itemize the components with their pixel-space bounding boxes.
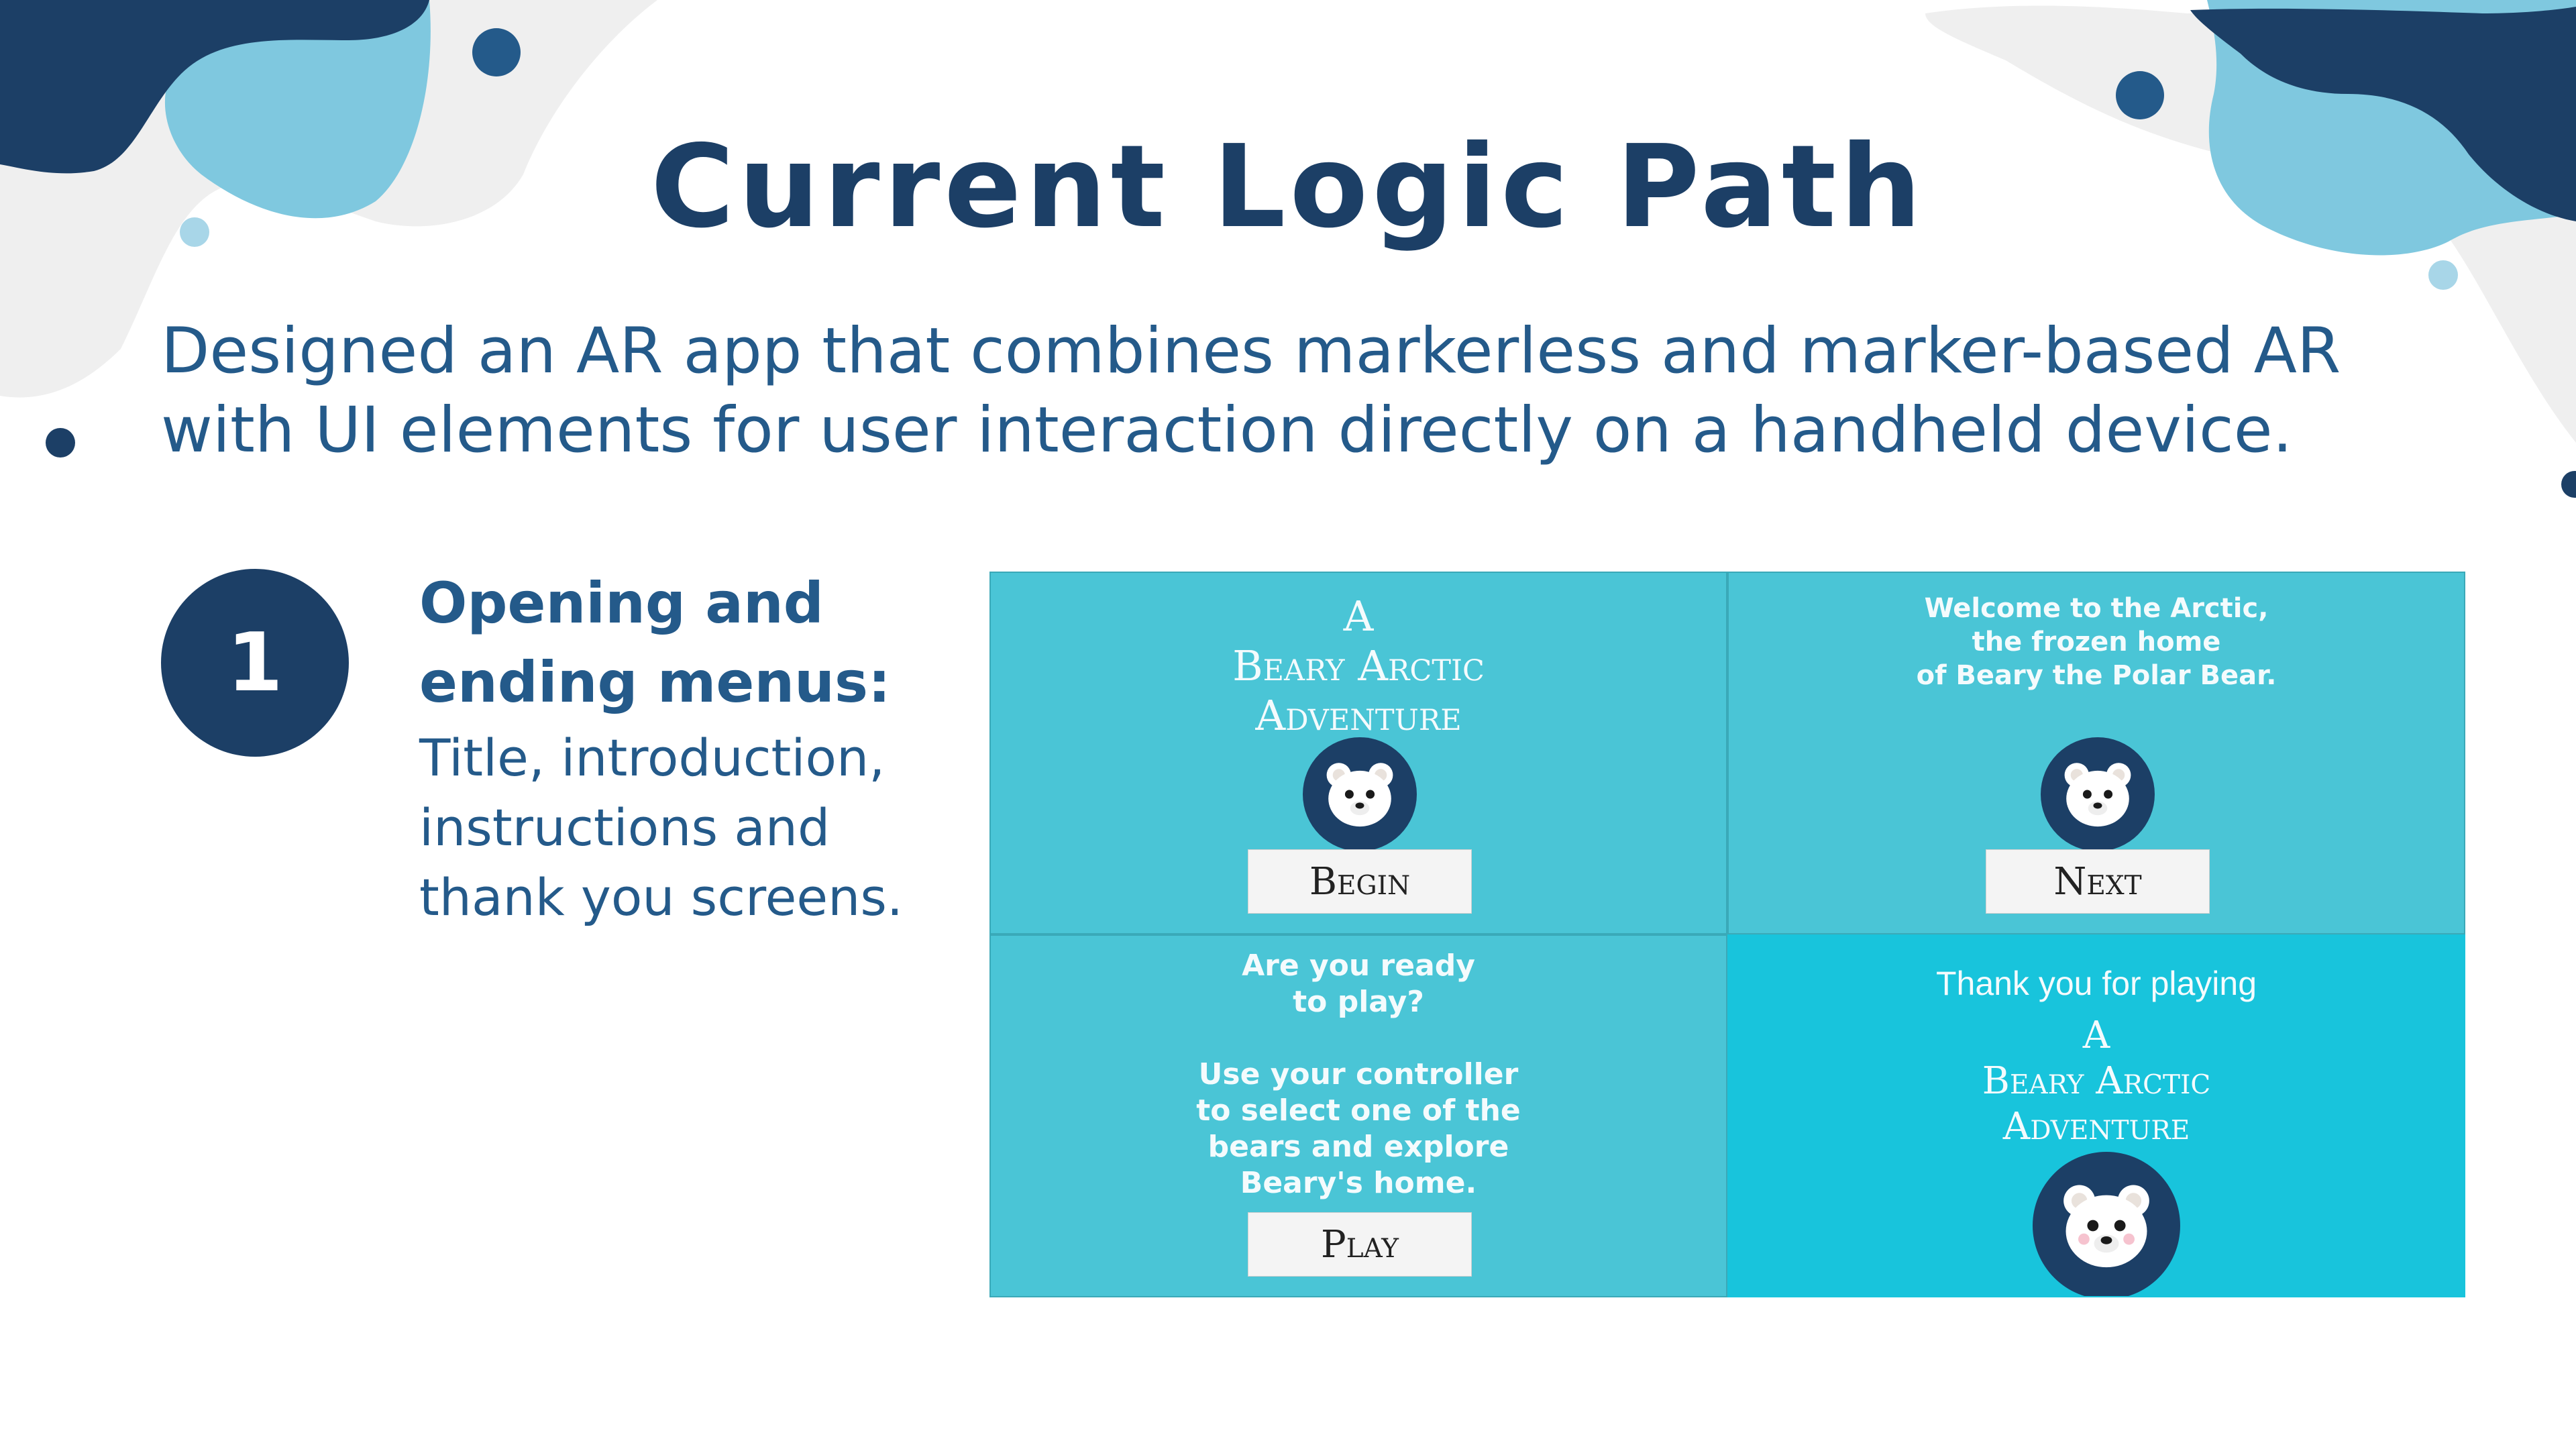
instructions-screen: Are you ready to play? Use your controll… [989,934,1727,1297]
game-title: A Beary Arctic Adventure [1729,1013,2464,1150]
dot-top-right-large [2116,71,2164,119]
game-title-line: Adventure [1255,691,1462,740]
polar-bear-icon [2033,1152,2180,1296]
next-button[interactable]: Next [1986,849,2210,914]
begin-button[interactable]: Begin [1248,849,1472,914]
intro-text-line: the frozen home [1972,627,2221,657]
navy-blob-top-right [2190,7,2576,221]
screens-grid: A Beary Arctic Adventure Begin Welcome t… [989,572,2465,1297]
thank-you-screen: Thank you for playing A Beary Arctic Adv… [1727,934,2465,1297]
game-title-line: Adventure [2002,1105,2190,1148]
instructions-text: Are you ready to play? Use your controll… [991,948,1726,1201]
dot-left [46,428,75,458]
instructions-text-line: Use your controller [1198,1057,1519,1091]
polar-bear-icon [2041,737,2155,851]
intro-screen: Welcome to the Arctic, the frozen home o… [1727,572,2465,934]
dot-top-right-small [2428,260,2458,290]
light-blue-blob-top-left [164,0,431,219]
slide-title: Current Logic Path [650,121,1926,254]
instructions-text-line: to play? [1293,985,1424,1019]
instructions-text-line [991,1020,1726,1057]
instructions-text-line: bears and explore [1208,1130,1509,1164]
dot-right-edge [2561,471,2576,498]
intro-text: Welcome to the Arctic, the frozen home o… [1729,592,2464,692]
step-heading: Opening and ending menus: [419,570,891,715]
play-button[interactable]: Play [1248,1212,1472,1277]
instructions-text-line: Beary's home. [1240,1166,1477,1200]
game-title-line: Beary Arctic [1982,1059,2211,1103]
intro-text-line: of Beary the Polar Bear. [1916,660,2277,691]
game-title-line: A [2082,1014,2110,1057]
step-number-badge: 1 [161,569,349,757]
intro-text-line: Welcome to the Arctic, [1924,593,2269,624]
game-title-line: Beary Arctic [1232,641,1485,690]
title-screen: A Beary Arctic Adventure Begin [989,572,1727,934]
navy-blob-top-left [0,0,429,174]
dot-top-left-large [472,28,521,76]
dot-top-left-small [180,217,209,247]
thank-you-text: Thank you for playing [1935,965,2257,1002]
slide-subtitle: Designed an AR app that combines markerl… [161,315,2341,467]
game-title: A Beary Arctic Adventure [991,592,1726,741]
instructions-text-line: Are you ready [1242,949,1475,983]
instructions-text-line: to select one of the [1196,1093,1521,1128]
game-title-line: A [1343,592,1374,641]
polar-bear-icon [1303,737,1417,851]
step-description: Title, introduction, instructions and th… [419,728,904,927]
